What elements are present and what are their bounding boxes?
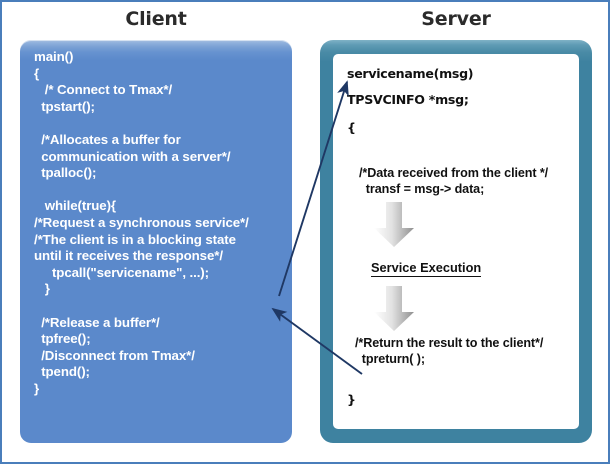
server-close-brace: }	[347, 392, 356, 407]
down-arrow-icon	[374, 286, 414, 331]
server-data-received-block: /*Data received from the client */ trans…	[359, 166, 549, 196]
down-arrow-icon	[374, 202, 414, 247]
server-return-result-block: /*Return the result to the client*/ tpre…	[355, 336, 544, 366]
server-service-execution-label: Service Execution	[371, 260, 482, 277]
client-code-box: main() { /* Connect to Tmax*/ tpstart();…	[20, 40, 292, 443]
client-code-text: main() { /* Connect to Tmax*/ tpstart();…	[34, 49, 249, 396]
server-tpsvcinfo-declaration: TPSVCINFO *msg;	[347, 92, 469, 107]
server-code-box: servicename(msg) TPSVCINFO *msg; { /*Dat…	[320, 40, 592, 443]
client-column-title: Client	[125, 8, 187, 30]
server-open-brace: {	[347, 120, 356, 135]
server-code-panel: servicename(msg) TPSVCINFO *msg; { /*Dat…	[333, 54, 579, 429]
server-column-title: Server	[421, 8, 491, 30]
server-service-signature: servicename(msg)	[347, 66, 474, 81]
